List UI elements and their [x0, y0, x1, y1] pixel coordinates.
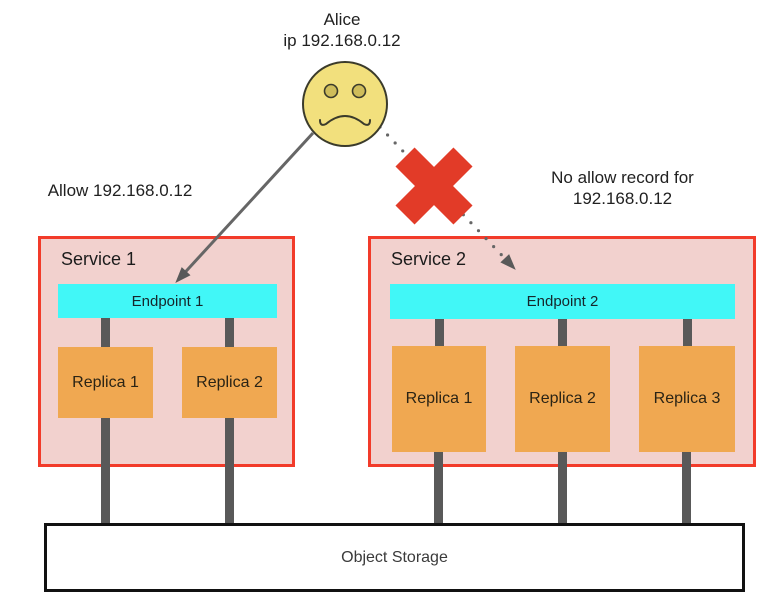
right-eye: [351, 83, 367, 99]
service-2-title: Service 2: [391, 249, 467, 269]
service-2-connector-endpoint-replica-1: [435, 319, 444, 347]
service-2-connector-endpoint-replica-2: [558, 319, 567, 347]
service-1-connector-endpoint-replica-2: [225, 318, 234, 348]
actor-ip: ip 192.168.0.12: [283, 31, 401, 50]
actor-label: Alice ip 192.168.0.12: [242, 9, 442, 51]
blocked-cross-icon: [395, 147, 473, 225]
storage-connector-s2-r2: [558, 452, 567, 525]
allow-annotation: Allow 192.168.0.12: [47, 181, 193, 200]
service-1-connector-endpoint-replica-1: [101, 318, 110, 348]
storage-connector-s2-r3: [682, 452, 691, 525]
storage-connector-s2-r1: [434, 452, 443, 525]
storage-connector-s1-r2: [225, 418, 234, 525]
service-1-endpoint: Endpoint 1: [58, 284, 277, 318]
service-2-connector-endpoint-replica-3: [683, 319, 692, 347]
deny-annotation-line2: 192.168.0.12: [572, 189, 673, 208]
sad-face-icon: [302, 61, 388, 147]
storage-connector-s1-r1: [101, 418, 110, 525]
service-2-endpoint: Endpoint 2: [390, 284, 735, 319]
service-2-replica-1: Replica 1: [392, 346, 486, 452]
deny-annotation: No allow record for 192.168.0.12: [525, 167, 720, 209]
service-2-replica-2: Replica 2: [515, 346, 610, 452]
service-2-replica-3: Replica 3: [639, 346, 735, 452]
service-1-replica-2: Replica 2: [182, 347, 277, 418]
object-storage-label: Object Storage: [341, 548, 448, 566]
frown-mouth: [319, 115, 371, 126]
deny-annotation-line1: No allow record for: [551, 168, 694, 187]
actor-name: Alice: [323, 10, 361, 29]
service-2-box: Service 2 Endpoint 2 Replica 1 Replica 2…: [368, 236, 756, 467]
object-storage-box: Object Storage: [44, 523, 745, 592]
left-eye: [323, 83, 339, 99]
service-1-title: Service 1: [61, 249, 137, 269]
service-1-box: Service 1 Endpoint 1 Replica 1 Replica 2: [38, 236, 295, 467]
service-1-replica-1: Replica 1: [58, 347, 153, 418]
